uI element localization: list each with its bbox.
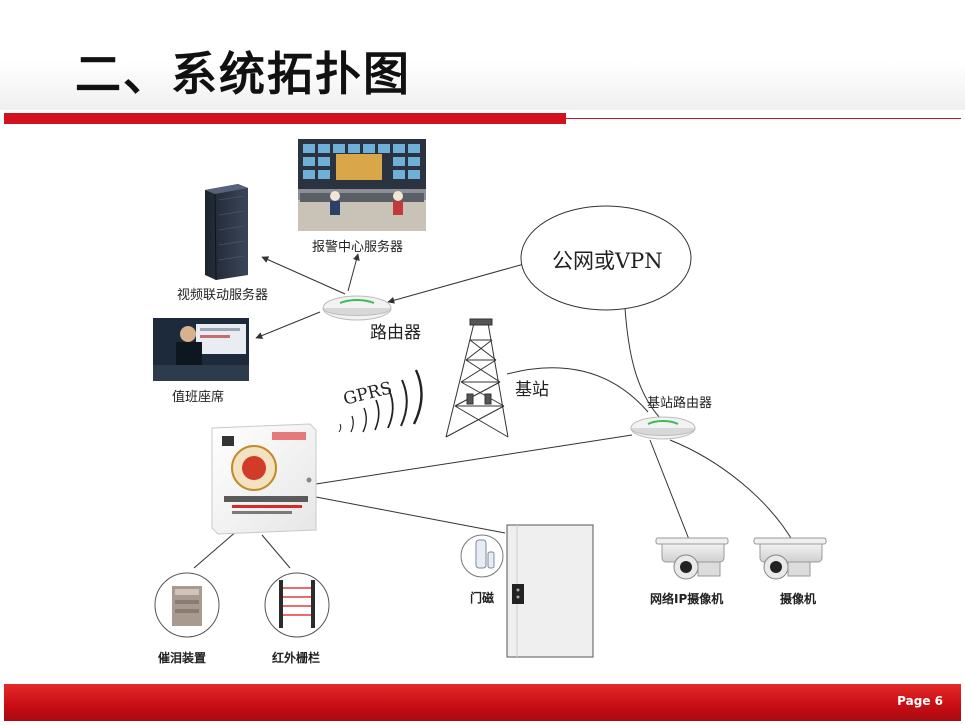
base-station-tower-icon: [445, 318, 509, 438]
camera-image: [753, 537, 827, 580]
video-server-rack-image: [205, 184, 248, 281]
slide-title: 二、系统拓扑图: [75, 47, 411, 101]
link-vpn-bsrouter: [624, 307, 661, 419]
link-tower-bsrouter: [506, 367, 649, 413]
label-bs-router: 基站路由器: [647, 396, 713, 411]
label-alarm-center: 报警中心服务器: [312, 240, 404, 255]
alarm-panel-image: [211, 423, 317, 535]
footer-bar: Page 6: [4, 684, 961, 721]
public-net-cloud: [520, 205, 692, 311]
label-camera: 摄像机: [780, 592, 817, 606]
label-duty-seat: 值班座席: [172, 390, 225, 405]
link-panel-teargas: [193, 529, 239, 569]
link-vpn-router: [387, 263, 525, 304]
infrared-fence-icon: [264, 572, 330, 638]
page-number: Page 6: [897, 694, 943, 708]
bs-router-icon: [630, 416, 696, 440]
door-sensor-icon: [460, 534, 504, 578]
link-bsrouter-ipcam: [649, 439, 691, 543]
link-router-video: [261, 256, 346, 295]
duty-seat-image: [153, 318, 249, 381]
door-image: [506, 524, 594, 658]
alarm-center-image: [298, 139, 426, 231]
gprs-signal-icon: [338, 369, 423, 433]
label-router: 路由器: [370, 323, 421, 343]
label-door-sensor: 门磁: [470, 591, 495, 605]
ip-camera-image: [655, 537, 729, 580]
title-underline-bar: [4, 113, 566, 124]
label-video-server: 视频联动服务器: [177, 288, 269, 303]
tear-gas-device-icon: [154, 572, 220, 638]
label-ip-camera: 网络IP摄像机: [650, 592, 724, 606]
link-panel-door: [315, 496, 506, 534]
link-panel-bsrouter: [315, 434, 633, 485]
router-icon: [322, 295, 392, 321]
link-router-alarm: [347, 253, 360, 292]
link-bsrouter-cam: [669, 439, 796, 546]
connection-lines: [193, 253, 796, 569]
title-band: [0, 0, 965, 110]
link-panel-infrared: [261, 534, 291, 569]
label-infrared: 红外栅栏: [272, 651, 321, 665]
label-tear-gas: 催泪装置: [158, 651, 207, 665]
label-public-net: 公网或VPN: [552, 249, 663, 273]
link-router-duty: [255, 311, 321, 339]
title-underline-line: [566, 118, 961, 119]
label-base-station: 基站: [515, 380, 549, 400]
